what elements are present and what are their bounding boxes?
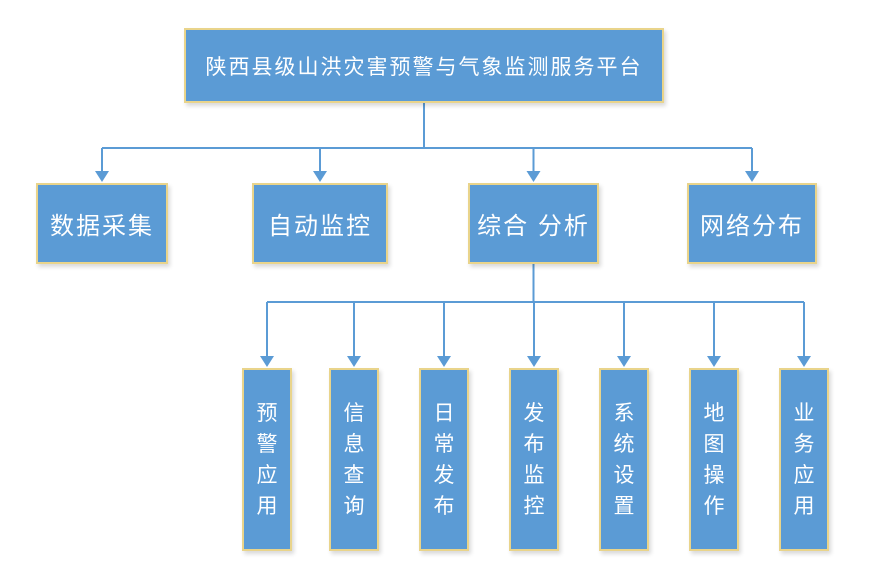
node-business-application: 业务应用: [779, 368, 829, 551]
node-label: 业务应用: [793, 401, 815, 518]
node-label: 信息查询: [343, 401, 365, 518]
arrow-down-icon: [526, 171, 541, 182]
arrow-down-icon: [313, 171, 327, 182]
arrow-down-icon: [707, 356, 721, 367]
node-auto-monitoring: 自动监控: [252, 183, 388, 264]
node-label: 地图操作: [703, 401, 725, 518]
node-network-distribution: 网络分布: [687, 183, 817, 264]
node-map-operation: 地图操作: [689, 368, 739, 551]
level1-connector: [95, 103, 759, 182]
node-system-settings: 系统设置: [599, 368, 649, 551]
arrow-down-icon: [347, 356, 361, 367]
node-release-monitoring: 发布监控: [509, 368, 559, 551]
node-label: 日常发布: [433, 401, 455, 518]
arrow-down-icon: [527, 356, 541, 367]
node-platform-root: 陕西县级山洪灾害预警与气象监测服务平台: [184, 28, 664, 103]
level2-connector: [260, 264, 811, 367]
node-info-query: 信息查询: [329, 368, 379, 551]
arrow-down-icon: [260, 356, 274, 367]
arrow-down-icon: [797, 356, 811, 367]
arrow-down-icon: [95, 171, 109, 182]
arrow-down-icon: [437, 356, 451, 367]
arrow-down-icon: [617, 356, 631, 367]
node-warning-application: 预警应用: [242, 368, 292, 551]
arrow-down-icon: [745, 171, 759, 182]
node-comprehensive-analysis: 综合 分析: [468, 183, 599, 264]
node-label: 发布监控: [523, 401, 545, 518]
node-label: 系统设置: [613, 401, 635, 518]
node-daily-release: 日常发布: [419, 368, 469, 551]
node-data-collection: 数据采集: [36, 183, 168, 264]
node-label: 预警应用: [256, 401, 278, 518]
